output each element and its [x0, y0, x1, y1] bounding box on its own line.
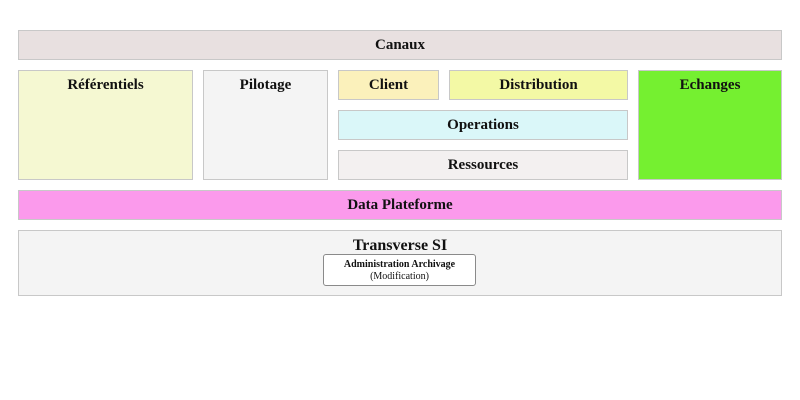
- block-pilotage-label: Pilotage: [239, 77, 292, 93]
- block-operations: Operations: [338, 110, 628, 140]
- block-canaux-label: Canaux: [374, 36, 426, 53]
- block-pilotage: Pilotage: [203, 70, 328, 180]
- block-operations-label: Operations: [447, 116, 519, 133]
- block-transverse-si: Transverse SI Administration Archivage (…: [18, 230, 782, 296]
- block-echanges: Echanges: [638, 70, 782, 180]
- block-echanges-label: Echanges: [679, 77, 741, 93]
- block-ressources-label: Ressources: [447, 156, 519, 173]
- block-transverse-si-label: Transverse SI: [352, 237, 448, 254]
- block-distribution: Distribution: [449, 70, 628, 100]
- component-title: Administration Archivage: [343, 259, 456, 270]
- block-referentiels: Référentiels: [18, 70, 193, 180]
- block-distribution-label: Distribution: [499, 76, 578, 93]
- block-client-label: Client: [368, 76, 409, 93]
- block-ressources: Ressources: [338, 150, 628, 180]
- block-canaux: Canaux: [18, 30, 782, 60]
- component-administration-archivage[interactable]: Administration Archivage (Modification): [323, 254, 476, 286]
- block-data-plateforme-label: Data Plateforme: [347, 196, 453, 213]
- block-data-plateforme: Data Plateforme: [18, 190, 782, 220]
- block-referentiels-label: Référentiels: [67, 77, 144, 93]
- block-client: Client: [338, 70, 439, 100]
- component-subtitle: (Modification): [370, 271, 429, 282]
